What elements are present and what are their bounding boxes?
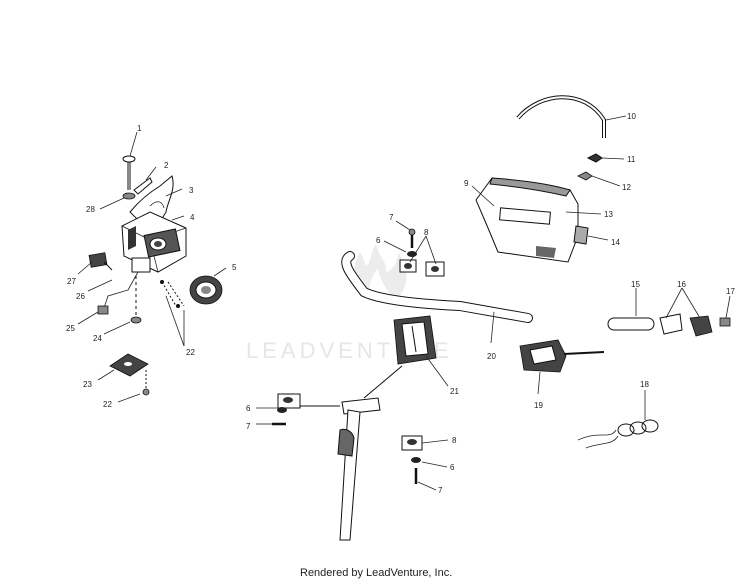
callout-6-b: 6	[246, 404, 251, 413]
part-6-washer-lower	[411, 457, 421, 463]
steering-column	[337, 397, 381, 541]
part-15-grip	[607, 317, 655, 331]
callout-11: 11	[627, 155, 636, 164]
part-6-washer-top	[407, 251, 417, 257]
part-28-washer	[122, 192, 136, 200]
part-22-screws-a	[160, 280, 185, 308]
callout-3: 3	[189, 186, 194, 195]
part-12-nut	[577, 171, 593, 181]
callout-23: 23	[83, 380, 92, 389]
part-25-terminal	[97, 305, 109, 315]
callout-8-b: 8	[452, 436, 457, 445]
callout-1: 1	[137, 124, 142, 133]
part-17-end-screw	[719, 317, 731, 327]
part-6-washer-left	[277, 407, 287, 413]
callout-15: 15	[631, 280, 640, 289]
callout-17: 17	[726, 287, 735, 296]
callout-14: 14	[611, 238, 620, 247]
callout-24: 24	[93, 334, 102, 343]
leader-lines	[77, 115, 731, 491]
part-26-wire	[103, 271, 139, 309]
callout-numbers: 1 2 3 4 5 28 27 26 25 24 22 23 22 10 11 …	[66, 112, 735, 495]
part-24-nut	[130, 316, 142, 324]
part-19-switch-housing	[519, 339, 605, 373]
callout-4: 4	[190, 213, 195, 222]
part-9-headlight-pod	[475, 177, 579, 263]
callout-16: 16	[677, 280, 686, 289]
callout-13: 13	[604, 210, 613, 219]
callout-19: 19	[534, 401, 543, 410]
part-21-mount	[393, 315, 437, 365]
callout-20: 20	[487, 352, 496, 361]
callout-6-a: 6	[376, 236, 381, 245]
callout-7-c: 7	[438, 486, 443, 495]
part-23-cover-plate	[109, 353, 149, 377]
part-1-bolt	[122, 155, 136, 190]
part-14-lens	[573, 225, 589, 245]
part-8-clamp-lower	[401, 435, 423, 451]
callout-6-c: 6	[450, 463, 455, 472]
part-4-throttle-housing	[121, 211, 187, 273]
callout-10: 10	[627, 112, 636, 121]
callout-8-a: 8	[424, 228, 429, 237]
callout-7-b: 7	[246, 422, 251, 431]
callout-12: 12	[622, 183, 631, 192]
callout-28: 28	[86, 205, 95, 214]
callout-25: 25	[66, 324, 75, 333]
part-2-clip	[133, 177, 153, 195]
callout-27: 27	[67, 277, 76, 286]
part-16-grip-ends	[659, 313, 713, 337]
callout-7-a: 7	[389, 213, 394, 222]
callout-21: 21	[450, 387, 459, 396]
callout-22-b: 22	[103, 400, 112, 409]
callout-26: 26	[76, 292, 85, 301]
part-11-nut	[586, 153, 603, 163]
callout-22-a: 22	[186, 348, 195, 357]
callout-5: 5	[232, 263, 237, 272]
part-10-trim-strip	[516, 95, 606, 138]
part-20-handlebar	[341, 251, 533, 323]
part-8-clamps-top	[399, 259, 445, 277]
part-8-clamp-left	[277, 393, 301, 409]
part-22-screw-b	[142, 388, 150, 396]
callout-9: 9	[464, 179, 469, 188]
callout-2: 2	[164, 161, 169, 170]
part-18-wire-coil	[577, 419, 659, 449]
footer-credit: Rendered by LeadVenture, Inc.	[300, 567, 452, 579]
part-5-grommet	[189, 275, 223, 305]
part-27-connector	[88, 252, 113, 271]
callout-18: 18	[640, 380, 649, 389]
